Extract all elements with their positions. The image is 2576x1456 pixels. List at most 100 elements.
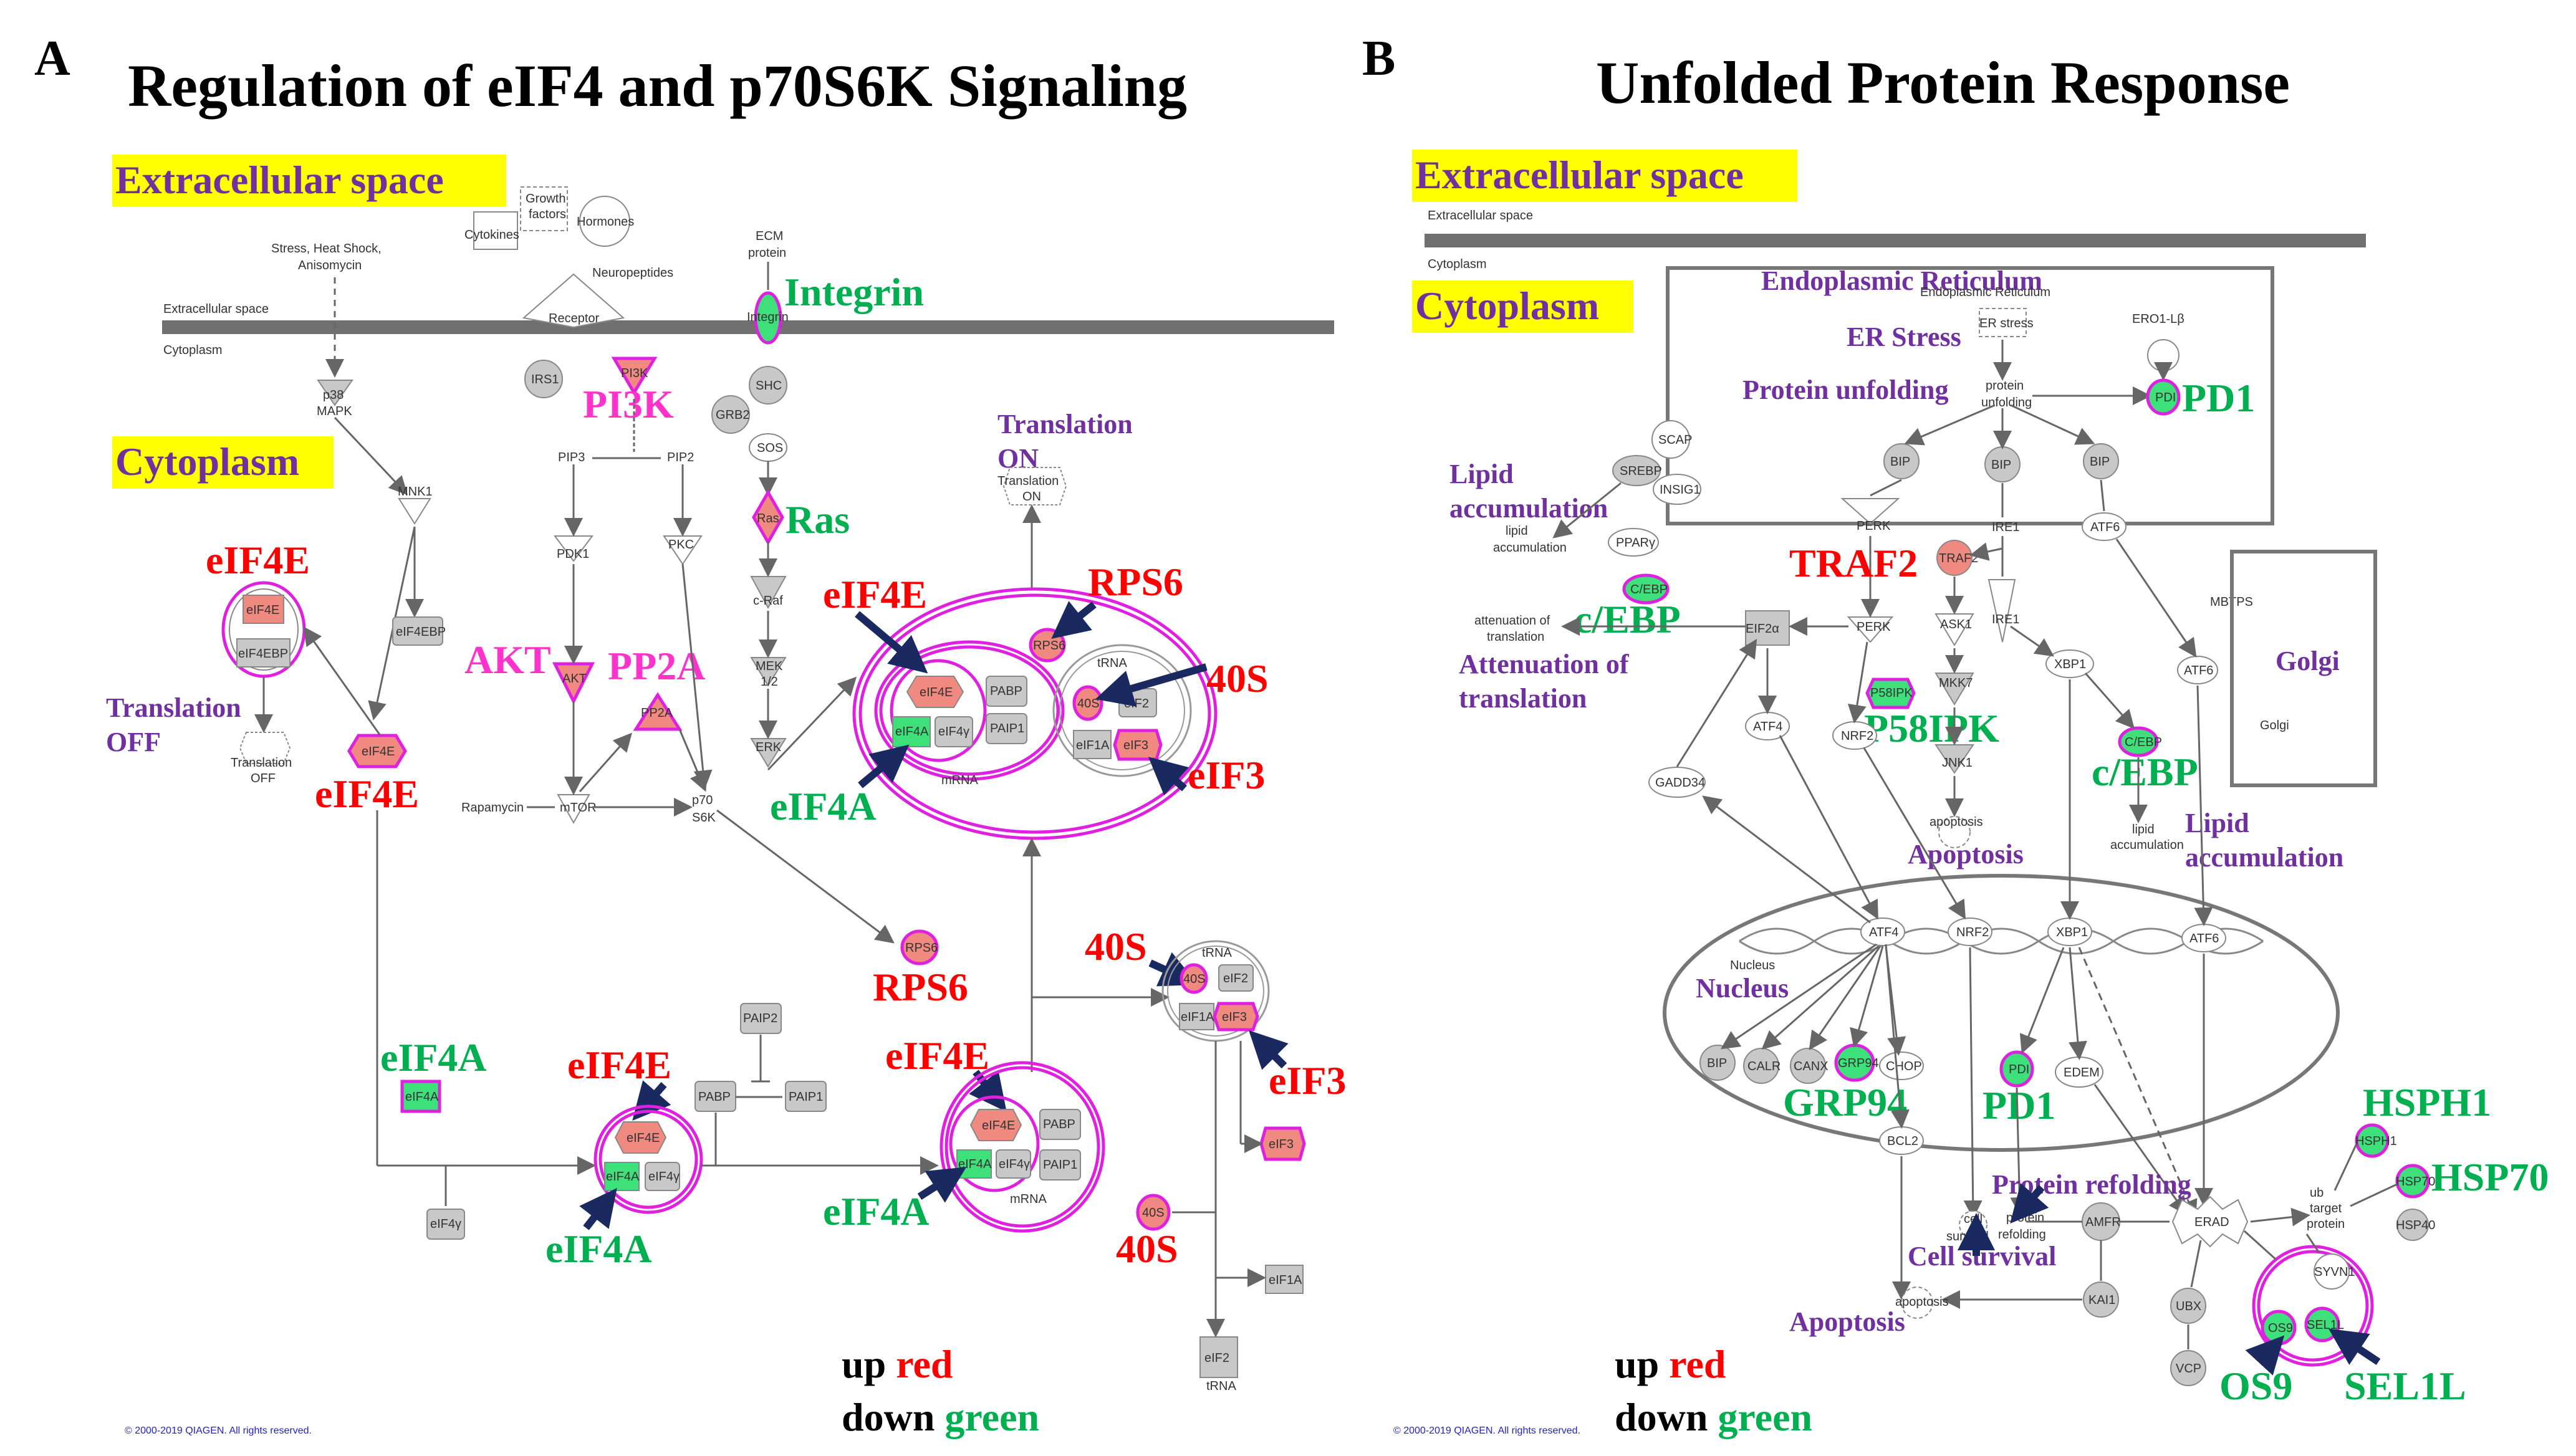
eif2-node-a2: [1218, 964, 1254, 992]
svg-text:Growth: Growth: [526, 192, 565, 206]
pp2a-big: PP2A: [608, 644, 705, 688]
eif4a-big-2: eIF4A: [380, 1035, 487, 1080]
initiation-complex-2: [940, 1061, 1105, 1233]
svg-text:apoptosis: apoptosis: [1930, 815, 1983, 829]
svg-text:tRNA: tRNA: [1206, 1379, 1236, 1393]
s40-big-2: 40S: [1085, 924, 1147, 969]
eif4e-big-2: eIF4E: [315, 772, 419, 816]
svg-text:eIF4E: eIF4E: [246, 603, 279, 617]
eif4f-complex-2: [594, 1104, 703, 1214]
eif4a-big-4: eIF4A: [823, 1189, 930, 1233]
paip1-node-a2: [785, 1081, 827, 1112]
svg-text:attenuation of: attenuation of: [1474, 614, 1550, 628]
anisomycin-label: Anisomycin: [298, 259, 362, 272]
ribosome-complex-1: [1052, 644, 1192, 777]
svg-text:tRNA: tRNA: [1202, 946, 1232, 960]
svg-text:PERK: PERK: [1857, 620, 1891, 634]
svg-text:SEL1L: SEL1L: [2307, 1318, 2344, 1332]
eif4e-big-5: eIF4E: [885, 1033, 989, 1078]
svg-text:TRAF2: TRAF2: [1939, 552, 1978, 565]
svg-text:protein: protein: [748, 246, 786, 260]
eif3-node-a2: [1213, 1002, 1259, 1032]
svg-text:SHC: SHC: [756, 379, 782, 393]
eif4g-node-a3: [645, 1162, 680, 1191]
svg-text:eIF4A: eIF4A: [895, 725, 929, 739]
svg-text:CALR: CALR: [1747, 1060, 1781, 1073]
svg-text:ub: ub: [2310, 1186, 2324, 1200]
svg-text:PKC: PKC: [668, 538, 694, 552]
panel-a-title: Regulation of eIF4 and p70S6K Signaling: [128, 52, 1187, 119]
membrane-bottom-a: Cytoplasm: [163, 343, 222, 357]
svg-text:UBX: UBX: [2176, 1300, 2201, 1313]
eif4a-node-a1: [892, 716, 931, 747]
translation-off-big-2: OFF: [106, 727, 161, 757]
svg-text:Endoplasmic Reticulum: Endoplasmic Reticulum: [1920, 285, 2050, 299]
paip1-node-a3: [1039, 1149, 1081, 1181]
akt-big: AKT: [464, 638, 551, 682]
svg-text:OS9: OS9: [2268, 1321, 2293, 1335]
pabp-node-a1: [986, 676, 1027, 707]
svg-text:VCP: VCP: [2176, 1362, 2201, 1376]
ppary-node: [1608, 528, 1659, 557]
perk-node-b1: [1840, 498, 1900, 525]
svg-text:Cytoplasm: Cytoplasm: [1428, 257, 1486, 271]
svg-text:eIF2: eIF2: [1124, 697, 1149, 711]
nrf2-node-b2: [1948, 917, 1992, 946]
hsph1-big: HSPH1: [2363, 1080, 2491, 1124]
svg-text:protein: protein: [2006, 1211, 2044, 1225]
svg-text:eIF4γ: eIF4γ: [938, 725, 969, 739]
s40-big-1: 40S: [1206, 656, 1269, 701]
ire1-node: [1987, 579, 2016, 643]
membrane-a: [162, 320, 1334, 334]
svg-text:c-Raf: c-Raf: [753, 594, 783, 608]
svg-text:protein: protein: [2307, 1217, 2345, 1231]
cytoplasm-label-a: Cytoplasm: [115, 439, 299, 484]
legend-up-b: up red: [1615, 1342, 1726, 1386]
svg-text:Rapamycin: Rapamycin: [461, 801, 524, 815]
lipid-acc-big-1: Lipid: [1449, 459, 1514, 489]
copyright-b: © 2000-2019 QIAGEN. All rights reserved.: [1393, 1425, 1580, 1436]
svg-text:C/EBP: C/EBP: [2125, 735, 2162, 749]
syvn1-complex: [2252, 1245, 2374, 1367]
calr-node: [1743, 1048, 1779, 1084]
nucleus-big: Nucleus: [1696, 973, 1789, 1003]
vcp-node: [2170, 1350, 2206, 1386]
svg-text:BIP: BIP: [1991, 458, 2011, 472]
cebp-node-b2: [2118, 726, 2159, 757]
gadd34-node: [1648, 767, 1706, 798]
svg-text:NRF2: NRF2: [1956, 926, 1989, 939]
integrin-node: [754, 291, 782, 345]
svg-text:GRB2: GRB2: [716, 408, 749, 422]
svg-text:eIF4A: eIF4A: [958, 1157, 992, 1171]
svg-text:eIF1A: eIF1A: [1269, 1273, 1302, 1287]
cell-survival-big: Cell survival: [1908, 1241, 2056, 1272]
srebp-node: [1612, 455, 1661, 486]
svg-text:RPS6: RPS6: [1033, 639, 1065, 653]
svg-text:EIF2α: EIF2α: [1746, 622, 1779, 636]
svg-text:PABP: PABP: [990, 684, 1022, 698]
atf6-node-b2: [2177, 656, 2218, 684]
svg-text:mTOR: mTOR: [560, 801, 597, 815]
svg-text:GRP94: GRP94: [1838, 1056, 1879, 1070]
svg-text:PAIP1: PAIP1: [990, 722, 1024, 735]
svg-text:PDI: PDI: [2155, 391, 2176, 405]
svg-text:eIF4A: eIF4A: [606, 1170, 640, 1184]
atf4-node-b2: [1860, 917, 1905, 946]
svg-text:eIF1A: eIF1A: [1076, 739, 1110, 752]
pdi-node-b2: [1999, 1050, 2034, 1088]
atten-big-2: translation: [1459, 683, 1587, 714]
svg-text:p38: p38: [323, 388, 344, 402]
syvn1-node: [2314, 1253, 2350, 1290]
eif4e-node-a5: [969, 1109, 1022, 1141]
svg-text:PPARγ: PPARγ: [1616, 536, 1655, 550]
panel-b-title: Unfolded Protein Response: [1596, 49, 2290, 116]
svg-text:SOS: SOS: [757, 441, 783, 455]
xbp1-node-b1: [2045, 649, 2094, 678]
er-stress-big: ER Stress: [1847, 322, 1961, 352]
traf2-big: TRAF2: [1789, 541, 1918, 585]
svg-text:S6K: S6K: [692, 811, 716, 825]
svg-text:CANX: CANX: [1794, 1060, 1829, 1073]
svg-text:40S: 40S: [1183, 972, 1206, 986]
svg-text:PIP2: PIP2: [667, 451, 694, 464]
